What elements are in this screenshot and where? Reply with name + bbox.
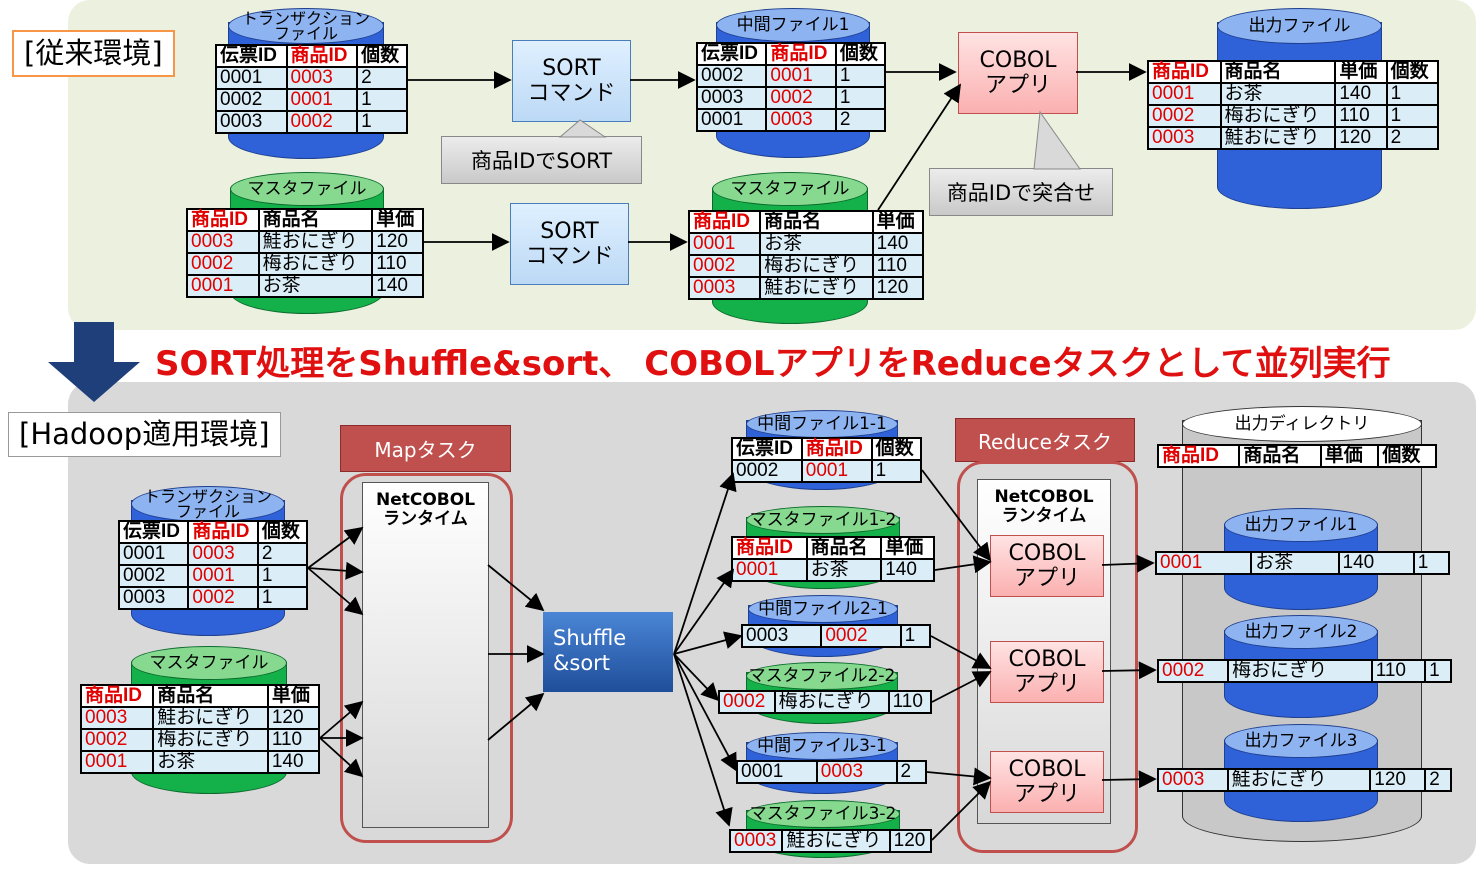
- master-3-2-title: マスタファイル3-2: [746, 800, 900, 828]
- arrow-p3-c2: [930, 635, 992, 669]
- reduce-task-tag: Reduceタスク: [955, 418, 1135, 462]
- hadoop-env-label: [Hadoop適用環境]: [8, 412, 281, 457]
- output-directory-title: 出力ディレクトリ: [1182, 406, 1422, 442]
- cobol-app-2: COBOL アプリ: [990, 641, 1104, 703]
- output-file-2-title: 出力ファイル2: [1224, 615, 1378, 649]
- arrow-sh-5: [673, 653, 737, 772]
- arrow-master2-to-cobol: [877, 83, 961, 211]
- master-1-2-title: マスタファイル1-2: [746, 506, 900, 534]
- arrow-sh-2: [673, 568, 735, 655]
- output-file-title: 出力ファイル: [1217, 8, 1382, 44]
- arrow-map-1: [487, 564, 545, 612]
- callout-sort-by-id: 商品IDでSORT: [441, 136, 642, 184]
- arrow-map-3: [487, 692, 545, 741]
- parallel-execution-message: SORT処理をShuffle&sort、 COBOLアプリをReduceタスクと…: [155, 344, 1391, 384]
- arrow-sh-4: [673, 653, 720, 702]
- map-runtime-label: NetCOBOL ランタイム: [375, 490, 476, 529]
- cobol-app-1: COBOL アプリ: [990, 535, 1104, 597]
- output-file-1-title: 出力ファイル1: [1224, 508, 1378, 542]
- arrow-c2-o2: [1101, 661, 1157, 680]
- cobol-app-top: COBOL アプリ: [958, 32, 1078, 114]
- arrow-bt-1: [307, 526, 364, 569]
- shuffle-sort-box: Shuffle &sort: [543, 612, 673, 692]
- reduce-runtime-label: NetCOBOL ランタイム: [994, 487, 1094, 526]
- arrow-p6-c3: [931, 780, 992, 841]
- arrow-sh-6: [673, 653, 733, 827]
- hadoop-master-title: マスタファイル: [131, 646, 287, 680]
- down-arrow-icon: [48, 322, 140, 402]
- map-task-frame: [340, 473, 513, 843]
- arrow-bt-2: [307, 561, 364, 580]
- sort-command-1: SORT コマンド: [512, 40, 631, 122]
- arrow-sh-1: [673, 472, 737, 655]
- callout-match-by-id: 商品IDで突合せ: [929, 168, 1113, 216]
- arrow-bt-3: [307, 567, 364, 616]
- mid-2-1-title: 中間ファイル2-1: [748, 595, 898, 623]
- reduce-task-frame: [957, 461, 1138, 853]
- map-runtime: NetCOBOL ランタイム: [362, 482, 489, 828]
- sort-command-2: SORT コマンド: [510, 203, 629, 285]
- arrow-bm-1: [319, 700, 364, 739]
- arrow-p1-c1: [921, 469, 992, 562]
- arrow-p4-c2: [931, 671, 992, 703]
- arrow-p2-c1: [934, 555, 992, 574]
- arrow-bm-3: [319, 737, 364, 778]
- hadoop-transaction-title: トランザクション ファイル: [131, 486, 285, 522]
- arrow-sh-3: [673, 631, 743, 655]
- master-file-title: マスタファイル: [230, 172, 384, 206]
- output-file-3-title: 出力ファイル3: [1224, 724, 1378, 758]
- conventional-env-label: [従来環境]: [12, 30, 175, 77]
- mid-3-1-title: 中間ファイル3-1: [746, 732, 898, 760]
- intermediate-file-title: 中間ファイル1: [716, 8, 870, 42]
- master-file-2-title: マスタファイル: [712, 172, 868, 206]
- cobol-app-3: COBOL アプリ: [990, 751, 1104, 813]
- arrow-c3-o3: [1101, 770, 1157, 789]
- callout-match-pointer: [1033, 110, 1081, 170]
- master-2-2-title: マスタファイル2-2: [746, 662, 898, 690]
- callout-sort-pointer: [558, 119, 607, 138]
- arrow-c1-o1: [1101, 554, 1155, 573]
- arrow-p5-c3: [926, 767, 992, 786]
- map-task-tag: Mapタスク: [340, 425, 511, 472]
- transaction-file-title: トランザクション ファイル: [228, 8, 384, 44]
